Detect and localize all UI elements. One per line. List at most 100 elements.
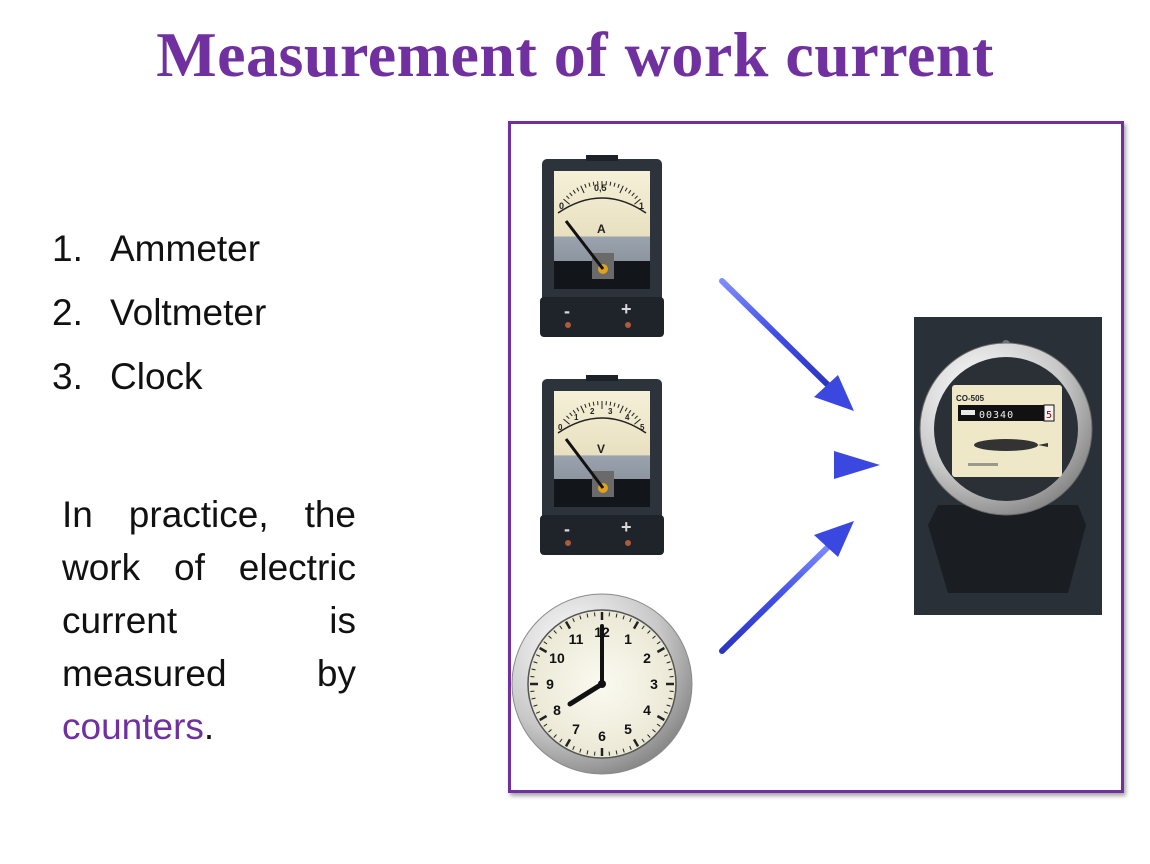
arrow-ammeter-to-meter [719,278,854,411]
clock-numeral: 9 [546,676,554,692]
scale-tick [584,183,587,188]
ammeter-scale-label: 1 [639,201,644,211]
ammeter-unit: A [597,222,606,236]
scale-tick [576,187,580,192]
scale-tick [580,405,585,414]
scale-tick [617,403,620,408]
clock-tick [656,646,665,654]
ammeter-minus-terminal: - [564,301,570,321]
voltmeter-ticks [563,401,641,425]
clock-tick [656,723,661,727]
voltmeter-instrument: 0 1 2 3 4 5 V - + [540,375,664,555]
clock-numeral: 8 [553,702,561,718]
clock-tick [652,729,656,733]
voltmeter-base [540,515,664,555]
clock-tick [553,734,557,738]
clock-tick [666,704,671,707]
counters-highlight: counters [62,706,204,747]
voltmeter-plus-terminal: + [621,517,632,537]
clock-tick [615,613,618,618]
clock-tick [536,654,541,657]
ammeter-plus-terminal: + [621,299,632,319]
slide-title: Measurement of work current [156,19,994,90]
scale-tick [584,403,587,408]
scale-tick [624,187,628,192]
scale-tick [609,181,612,186]
clock-tick [586,613,589,618]
voltmeter-terminal-screw [625,540,631,546]
list-item: 3. Clock [52,350,266,414]
scale-tick [588,402,591,407]
clock-tick [564,738,572,747]
clock-center-pin [598,680,606,688]
scale-tick [634,198,641,205]
clock-ticks [530,612,674,756]
scale-tick [634,415,638,420]
clock-tick [572,618,575,623]
clock-tick [622,748,625,753]
list-number: 3. [52,356,83,397]
list-number: 1. [52,228,83,269]
instrument-list: 1.Ammeter 2.Voltmeter 3.Clock [52,222,266,414]
voltmeter-unit: V [597,442,605,456]
clock-tick [629,745,632,750]
meter-lower-housing [928,505,1086,593]
scale-tick [613,402,616,407]
clock-tick [543,723,548,727]
clock-tick [579,615,582,620]
meter-reading: 00340 [979,410,1014,421]
clock-tick [539,646,548,654]
clock-tick [586,750,589,755]
voltmeter-scale-label: 4 [625,413,630,422]
scale-tick [634,418,641,425]
clock-tick [536,711,541,714]
clock-tick [559,625,563,630]
scale-tick [592,401,595,406]
meter-last-digit-box [1043,404,1055,422]
clock-tick [656,714,665,722]
ammeter-needle [564,220,605,270]
clock-tick [553,630,557,634]
scale-tick [566,415,570,420]
ammeter-scale-arc [557,197,647,214]
scale-tick [576,407,580,412]
diagram-canvas: 0 0,5 1 A - + 0 1 2 3 4 5 V - + [511,155,1102,775]
ammeter-handle [586,155,618,161]
ammeter-base [540,297,664,337]
scale-tick [624,407,628,412]
arrow-clock-to-meter [719,521,854,654]
clock-tick [531,697,536,700]
clock-tick [656,641,661,645]
ammeter-scale-label: 0 [559,201,564,211]
voltmeter-scale-label: 0 [558,423,563,432]
electricity-meter: CO-505 00340 5 [914,317,1102,615]
clock-numeral: 11 [569,631,584,647]
list-label: Clock [110,356,203,397]
note-text: In practice, the work of electric curren… [62,494,356,694]
list-label: Ammeter [110,228,261,269]
meter-rotor-mark [1038,443,1048,447]
scale-tick [563,418,570,425]
meter-fineprint [968,463,998,466]
scale-tick [619,185,624,194]
scale-tick [619,405,624,414]
practice-note: In practice, the work of electric curren… [62,488,356,753]
clock-tick [652,635,656,639]
clock-tick [663,654,668,657]
clock-tick [579,748,582,753]
clock-tick [559,738,563,743]
clock-numeral: 2 [643,650,651,666]
clock-tick [548,729,552,733]
meter-indicator [961,410,975,415]
meter-last-digit: 5 [1046,410,1052,421]
ammeter-ticks [563,181,641,205]
scale-tick [628,409,632,414]
arrow-voltmeter-to-meter [691,451,880,479]
scale-tick [580,185,585,194]
voltmeter-needle [564,438,605,489]
clock-tick [564,621,572,630]
clock-tick [548,635,552,639]
list-label: Voltmeter [110,292,267,333]
clock-tick [632,621,640,630]
voltmeter-scale-arc [557,417,647,434]
